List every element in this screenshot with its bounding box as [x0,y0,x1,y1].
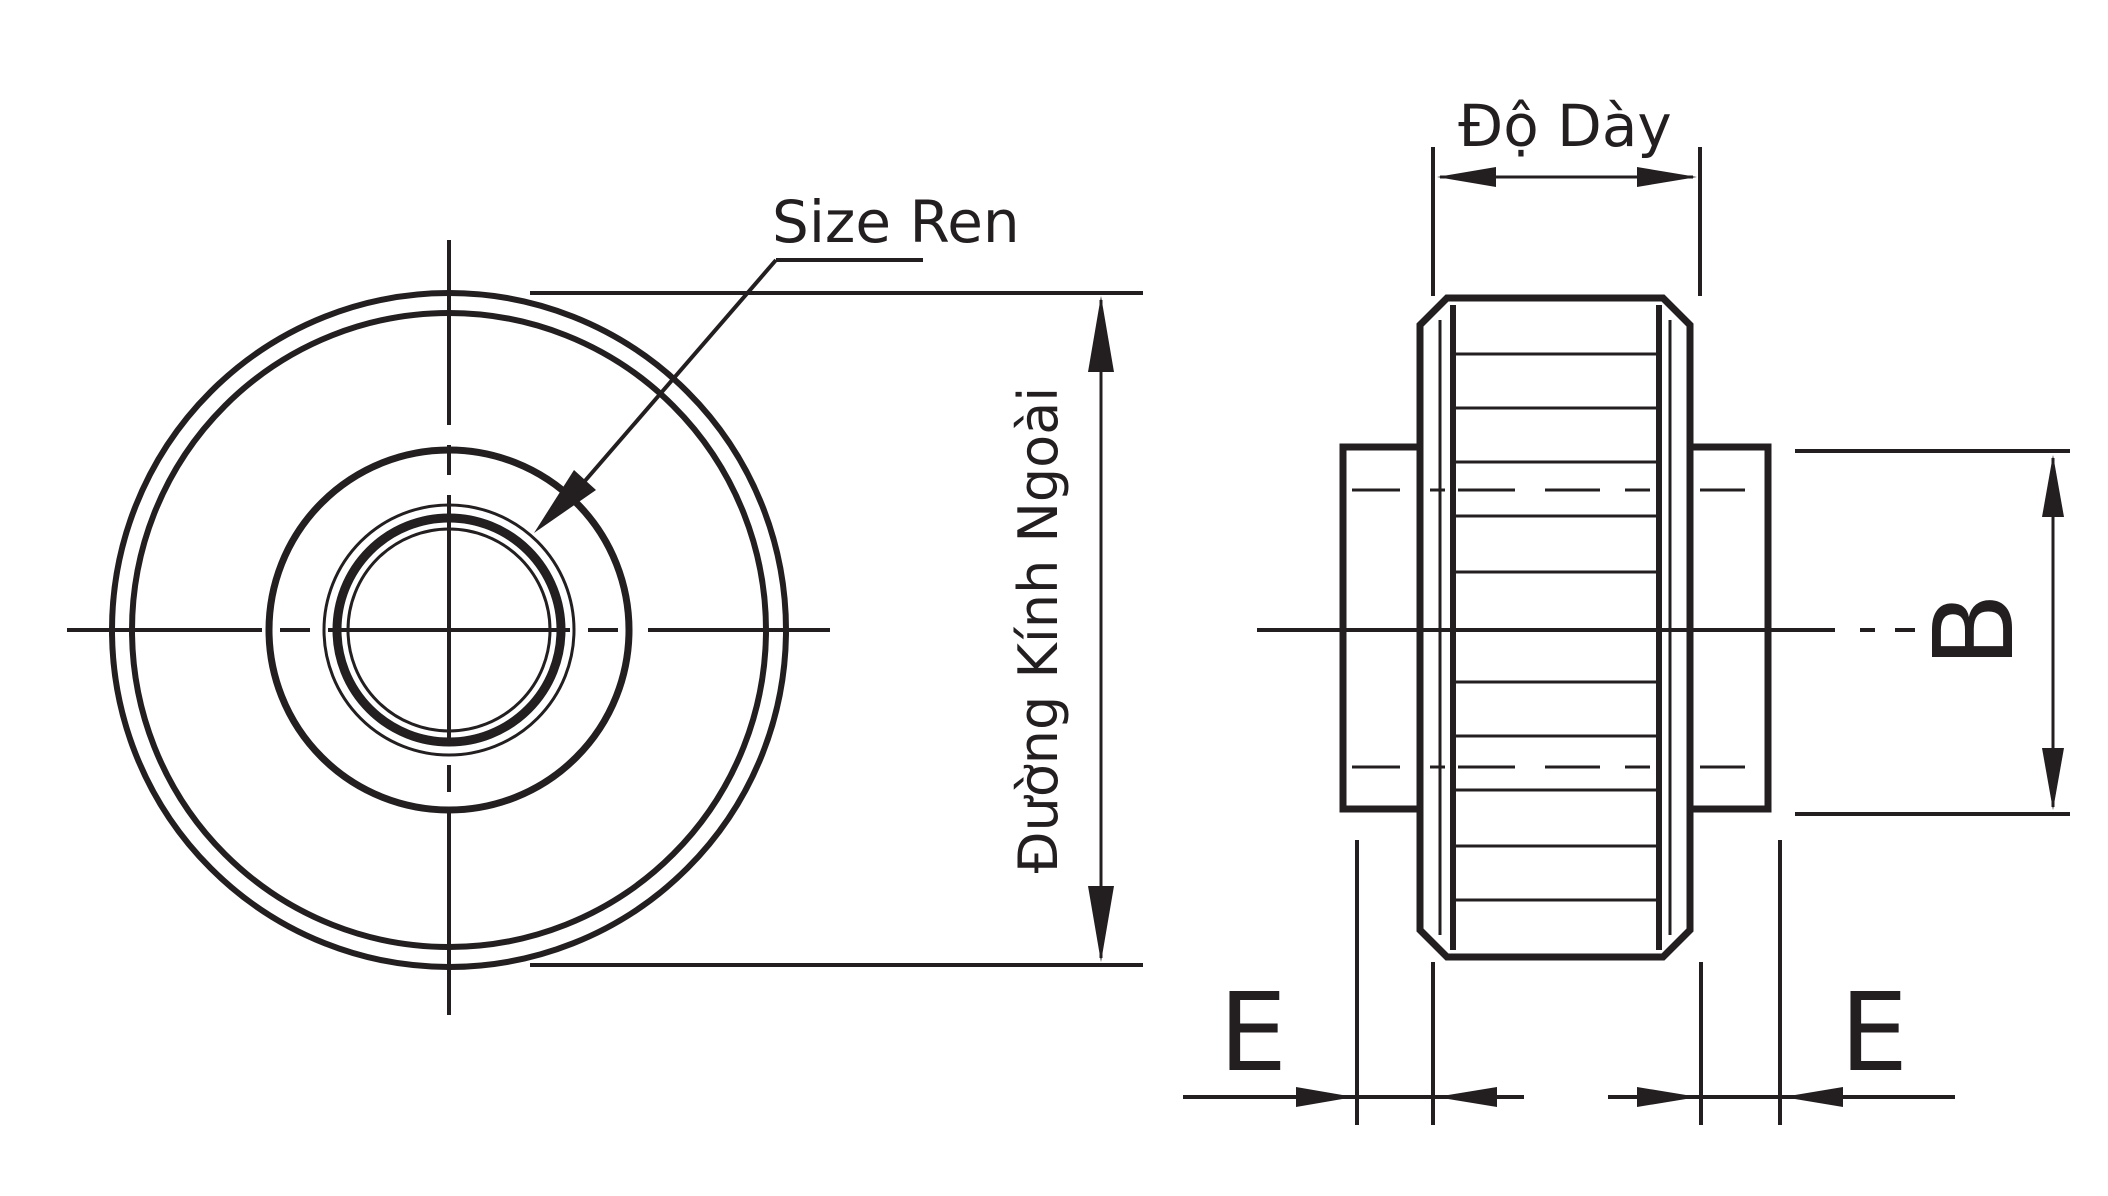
size-ren-leader [582,258,923,484]
side-view [1183,147,2070,1125]
e-left-arrow-outer-icon [1296,1087,1354,1107]
od-arrow-bottom-icon [1088,886,1114,962]
b-arrow-top-icon [2042,455,2064,517]
b-arrow-bottom-icon [2042,748,2064,810]
rim-hatching [1453,352,1659,902]
size-ren-label: Size Ren [772,188,1020,256]
e-left-arrow-inner-icon [1436,1087,1497,1107]
b-label: B [1910,592,2038,667]
bore-hidden-lines [1352,488,1745,769]
thickness-arrow-left-icon [1437,167,1496,187]
thickness-arrow-right-icon [1637,167,1697,187]
do-day-label: Độ Dày [1458,92,1671,160]
e-right-arrow-outer-icon [1783,1087,1843,1107]
duong-kinh-ngoai-label: Đường Kính Ngoài [1007,387,1070,874]
rim-outline [1416,294,1694,961]
e-right-label: E [1840,971,1908,1096]
e-right-arrow-inner-icon [1637,1087,1698,1107]
od-arrow-top-icon [1088,296,1114,372]
e-left-label: E [1219,971,1287,1096]
size-ren-arrow-icon [534,470,596,533]
front-view [67,240,1143,1015]
